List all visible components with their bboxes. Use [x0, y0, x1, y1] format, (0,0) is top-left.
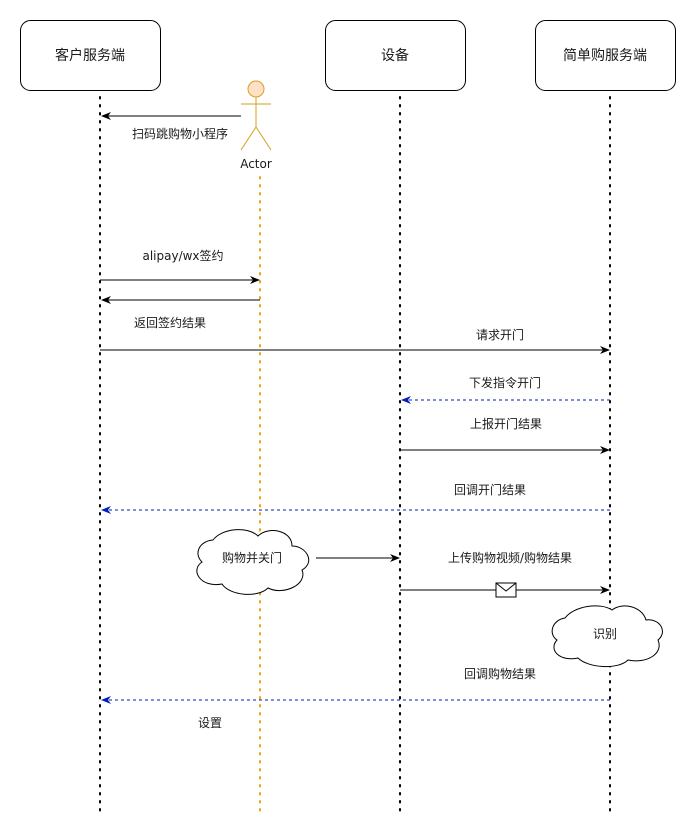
message-request-open[interactable]: 请求开门	[100, 327, 610, 354]
message-sign[interactable]: alipay/wx签约	[100, 248, 260, 284]
participant-server-label: 简单购服务端	[563, 47, 647, 64]
actor-figure[interactable]: Actor	[240, 80, 272, 171]
message-label: alipay/wx签约	[142, 248, 223, 263]
message-callback-shopping[interactable]: 回调购物结果	[101, 666, 610, 704]
message-label: 上传购物视频/购物结果	[448, 550, 572, 565]
participant-client-label: 客户服务端	[55, 47, 125, 64]
participant-device-label: 设备	[381, 47, 409, 64]
message-label: 请求开门	[476, 327, 524, 342]
actor-label: Actor	[240, 157, 272, 171]
message-callback-open[interactable]: 回调开门结果	[101, 482, 610, 514]
cloud-label: 识别	[593, 627, 617, 641]
cloud-recognize[interactable]: 识别	[551, 605, 663, 667]
message-label: 扫码跳购物小程序	[132, 126, 228, 141]
message-scan[interactable]: 扫码跳购物小程序	[101, 112, 241, 141]
message-label: 回调开门结果	[454, 482, 526, 497]
message-label: 上报开门结果	[470, 416, 542, 431]
participant-client[interactable]: 客户服务端	[20, 20, 161, 91]
actor-icon	[240, 80, 272, 151]
message-issue-open[interactable]: 下发指令开门	[401, 375, 610, 404]
message-report-open[interactable]: 上报开门结果	[400, 416, 610, 454]
participant-device[interactable]: 设备	[325, 20, 466, 91]
message-sign-result[interactable]: 返回签约结果	[101, 296, 260, 330]
message-label: 回调购物结果	[464, 666, 536, 681]
cloud-label: 购物并关门	[222, 550, 282, 565]
cloud-shopping[interactable]: 购物并关门	[196, 529, 310, 595]
envelope-icon	[495, 582, 517, 598]
note-settings: 设置	[198, 716, 222, 730]
message-label: 下发指令开门	[469, 375, 541, 390]
message-label: 返回签约结果	[134, 315, 206, 330]
participant-server[interactable]: 简单购服务端	[535, 20, 676, 91]
message-upload[interactable]: 上传购物视频/购物结果	[400, 550, 610, 598]
